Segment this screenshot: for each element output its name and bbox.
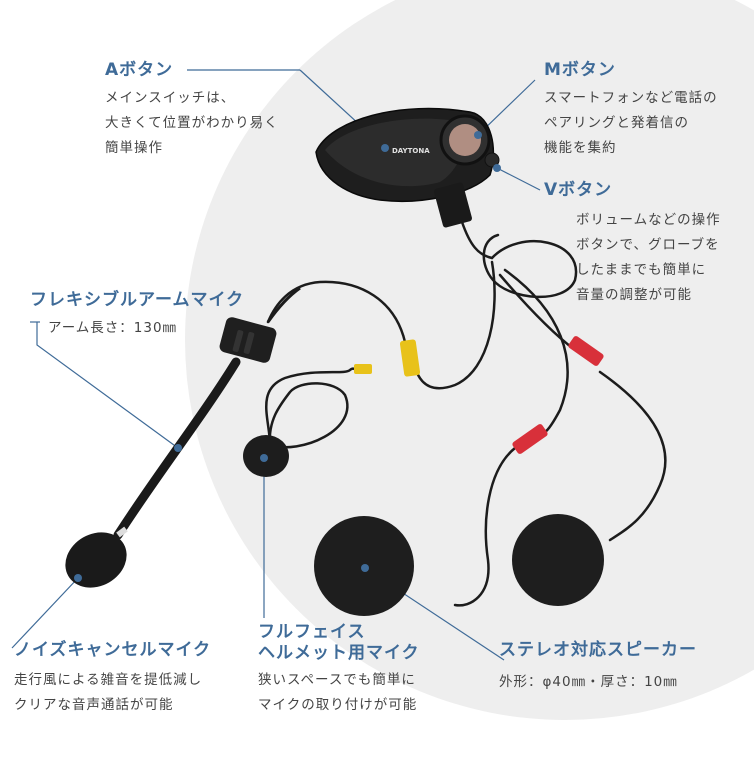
- cable-red1-to-speaker2: [598, 370, 667, 542]
- cable-loop: [482, 233, 578, 299]
- intercom-unit: DAYTONA: [315, 107, 500, 228]
- connector-yellow-main: [399, 339, 421, 377]
- v-button-title: Vボタン: [544, 180, 613, 200]
- dot-v-button: [493, 164, 501, 172]
- cable-to-red1: [498, 273, 577, 352]
- leader-v-button: [496, 167, 541, 191]
- connector-red-2: [512, 424, 548, 454]
- dot-speaker: [361, 564, 369, 572]
- m-button-desc: スマートフォンなど電話の ペアリングと発着信の 機能を集約: [544, 90, 718, 156]
- m-button-title: Mボタン: [544, 60, 616, 80]
- v-button: [484, 152, 500, 168]
- cable-red2-to-speaker1: [453, 446, 517, 607]
- a-button-desc: メインスイッチは、 大きくて位置がわかり易く 簡単操作: [105, 90, 279, 156]
- noise-mic-desc: 走行風による雑音を提低減し クリアな音声通話が可能: [14, 672, 203, 713]
- a-button-title: Aボタン: [105, 60, 174, 80]
- connector-red-1: [568, 336, 604, 366]
- cable-yellow-to-boom: [266, 280, 407, 344]
- speaker-right: [512, 514, 604, 606]
- cable-fullface-mic-loop: [268, 382, 349, 449]
- dot-noise-mic: [74, 574, 82, 582]
- leader-flex-mic: [36, 322, 179, 449]
- v-button-desc: ボリュームなどの操作 ボタンで、グローブを したままでも簡単に 音量の調整が可能: [576, 212, 721, 303]
- dot-fullface-mic: [260, 454, 268, 462]
- device-logo: DAYTONA: [392, 147, 430, 155]
- fullface-mic-desc: 狭いスペースでも簡単に マイクの取り付けが可能: [258, 672, 418, 713]
- flex-mic-desc: アーム長さ：130㎜: [48, 320, 178, 336]
- flex-mic-title: フレキシブルアームマイク: [30, 290, 245, 310]
- fullface-mic-title: フルフェイス ヘルメット用マイク: [258, 622, 420, 663]
- connector-yellow-mic: [354, 364, 372, 374]
- leader-noise-mic: [11, 577, 79, 649]
- cable-to-red2: [503, 268, 569, 434]
- dot-a-button: [381, 144, 389, 152]
- dot-flex-mic: [174, 444, 182, 452]
- cable-main-down: [460, 220, 494, 260]
- cable-to-yellow: [408, 260, 496, 390]
- speaker-desc: 外形：φ40㎜・厚さ：10㎜: [499, 674, 678, 690]
- noise-mic-title: ノイズキャンセルマイク: [14, 640, 212, 660]
- dot-m-button: [474, 131, 482, 139]
- speaker-title: ステレオ対応スピーカー: [499, 640, 697, 660]
